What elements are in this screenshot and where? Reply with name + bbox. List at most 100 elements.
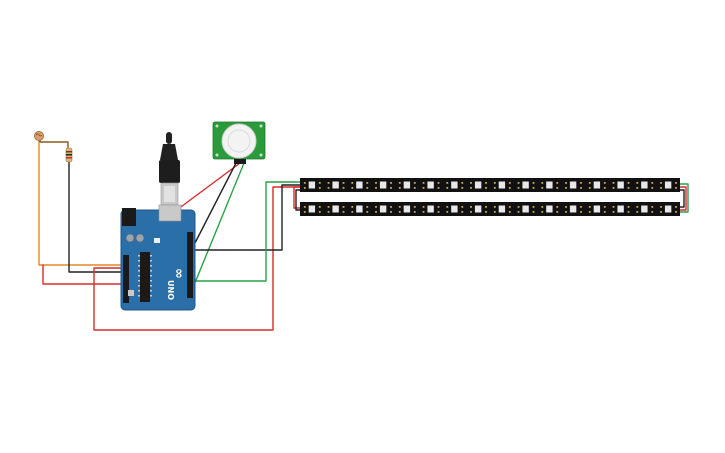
wire-black-strip[interactable]: [159, 184, 301, 251]
led-contact-dot: [327, 187, 330, 189]
led-contact-dot: [651, 182, 654, 184]
led-contact-dot: [461, 206, 464, 208]
arduino-uno-icon[interactable]: ∞ UNO: [120, 204, 196, 311]
led-strip-top[interactable]: [300, 178, 680, 192]
wire-red-left[interactable]: [42, 264, 127, 285]
led-pixel: [356, 181, 363, 189]
led-contact-dot: [375, 187, 377, 189]
led-contact-dot: [532, 187, 535, 189]
wire-green-strip[interactable]: [191, 181, 301, 282]
led-contact-dot: [318, 211, 321, 213]
pir-sensor-icon[interactable]: [212, 121, 266, 164]
led-pixel: [498, 205, 506, 213]
led-contact-dot: [318, 182, 321, 184]
wire-resistor-black[interactable]: [68, 161, 127, 273]
led-contact-dot: [461, 211, 464, 213]
led-contact-dot: [651, 187, 654, 189]
usb-cable-icon[interactable]: [159, 132, 180, 206]
led-pixel: [593, 205, 601, 213]
wire-strip-link-red[interactable]: [679, 186, 687, 211]
led-contact-dot: [541, 182, 544, 184]
led-contact-dot: [422, 211, 425, 213]
led-contact-dot: [342, 187, 345, 189]
led-pixel: [451, 205, 458, 213]
led-contact-dot: [446, 187, 449, 189]
wire-green-pir[interactable]: [191, 162, 245, 291]
led-pixel: [569, 205, 577, 213]
led-pixel: [356, 205, 363, 213]
led-contact-dot: [493, 206, 496, 208]
led-pixel: [474, 181, 482, 189]
led-contact-dot: [675, 187, 677, 189]
photoresistor-icon[interactable]: [34, 131, 44, 141]
led-contact-dot: [532, 206, 535, 208]
led-pixel: [546, 181, 553, 189]
led-contact-dot: [532, 211, 535, 213]
led-pixel: [641, 181, 648, 189]
wire-red-loop[interactable]: [93, 186, 301, 331]
led-contact-dot: [588, 182, 591, 184]
led-contact-dot: [351, 187, 354, 189]
led-pixel: [427, 205, 434, 213]
led-contact-dot: [627, 187, 630, 189]
led-contact-dot: [413, 206, 416, 208]
led-contact-dot: [675, 211, 677, 213]
led-contact-dot: [342, 211, 345, 213]
led-contact-dot: [390, 182, 392, 184]
led-pixel: [379, 181, 387, 189]
led-contact-dot: [588, 206, 591, 208]
led-pixel: [498, 181, 506, 189]
led-contact-dot: [413, 182, 416, 184]
led-contact-dot: [636, 211, 639, 213]
led-contact-dot: [603, 206, 606, 208]
led-pixel: [546, 205, 553, 213]
led-contact-dot: [470, 182, 472, 184]
wire-strip-jumper-black[interactable]: [295, 189, 301, 211]
wire-strip-link-green[interactable]: [679, 183, 689, 213]
led-contact-dot: [603, 211, 606, 213]
led-pixel: [403, 205, 411, 213]
led-contact-dot: [612, 187, 615, 189]
resistor-icon[interactable]: [65, 147, 73, 163]
led-contact-dot: [541, 187, 544, 189]
led-contact-dot: [461, 182, 464, 184]
led-contact-dot: [508, 182, 511, 184]
led-contact-dot: [636, 206, 639, 208]
led-contact-dot: [660, 206, 662, 208]
led-contact-dot: [375, 211, 377, 213]
led-contact-dot: [485, 182, 487, 184]
led-contact-dot: [660, 182, 662, 184]
wire-strip-link-black[interactable]: [679, 189, 685, 208]
led-contact-dot: [485, 187, 487, 189]
led-contact-dot: [351, 182, 354, 184]
board-logo: ∞: [171, 268, 186, 279]
led-contact-dot: [565, 182, 567, 184]
led-contact-dot: [398, 187, 401, 189]
led-contact-dot: [636, 187, 639, 189]
led-contact-dot: [508, 211, 511, 213]
led-contact-dot: [493, 211, 496, 213]
led-contact-dot: [636, 182, 639, 184]
wire-black-pir[interactable]: [194, 162, 237, 244]
led-contact-dot: [422, 187, 425, 189]
wire-photoresistor-orange[interactable]: [38, 139, 123, 266]
led-contact-dot: [351, 211, 354, 213]
led-contact-dot: [556, 206, 559, 208]
led-pixel: [617, 181, 624, 189]
led-contact-dot: [366, 206, 369, 208]
led-pixel: [379, 205, 387, 213]
led-pixel: [522, 181, 529, 189]
led-contact-dot: [612, 182, 615, 184]
led-pixel: [664, 181, 672, 189]
led-pixel: [641, 205, 648, 213]
led-contact-dot: [422, 182, 425, 184]
led-strip-bottom[interactable]: [300, 202, 680, 216]
led-contact-dot: [627, 211, 630, 213]
led-contact-dot: [580, 187, 582, 189]
led-contact-dot: [517, 182, 520, 184]
board-model-label: UNO: [166, 280, 175, 300]
wire-photoresistor-to-resistor[interactable]: [39, 137, 69, 151]
wire-strip-jumper-red[interactable]: [293, 186, 301, 209]
led-contact-dot: [327, 182, 330, 184]
